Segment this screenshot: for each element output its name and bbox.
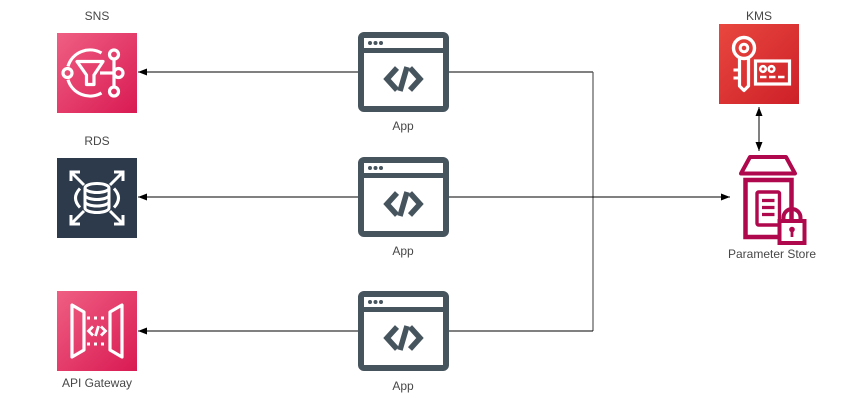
rds-database-icon xyxy=(69,170,125,226)
browser-code-icon xyxy=(358,157,449,237)
node-api-gateway[interactable] xyxy=(57,291,137,371)
sns-label: SNS xyxy=(84,9,110,23)
node-app-bottom[interactable] xyxy=(358,291,449,371)
api-gateway-label: API Gateway xyxy=(61,376,133,390)
kms-key-icon xyxy=(731,35,792,93)
app-bottom-label: App xyxy=(392,379,414,393)
sns-fanout-icon xyxy=(61,48,125,98)
node-sns[interactable] xyxy=(57,33,137,113)
parameter-store-lock-icon xyxy=(739,155,807,245)
node-app-middle[interactable] xyxy=(358,157,449,237)
parameter-store-label: Parameter Store xyxy=(727,247,817,261)
app-top-label: App xyxy=(392,119,414,133)
node-app-top[interactable] xyxy=(358,32,449,112)
node-kms[interactable] xyxy=(719,24,799,104)
api-gateway-icon xyxy=(70,303,124,359)
node-rds[interactable] xyxy=(57,158,137,238)
kms-label: KMS xyxy=(745,9,773,23)
browser-code-icon xyxy=(358,291,449,371)
browser-code-icon xyxy=(358,32,449,112)
node-parameter-store[interactable] xyxy=(730,153,810,245)
app-middle-label: App xyxy=(392,244,414,258)
rds-label: RDS xyxy=(84,134,110,148)
